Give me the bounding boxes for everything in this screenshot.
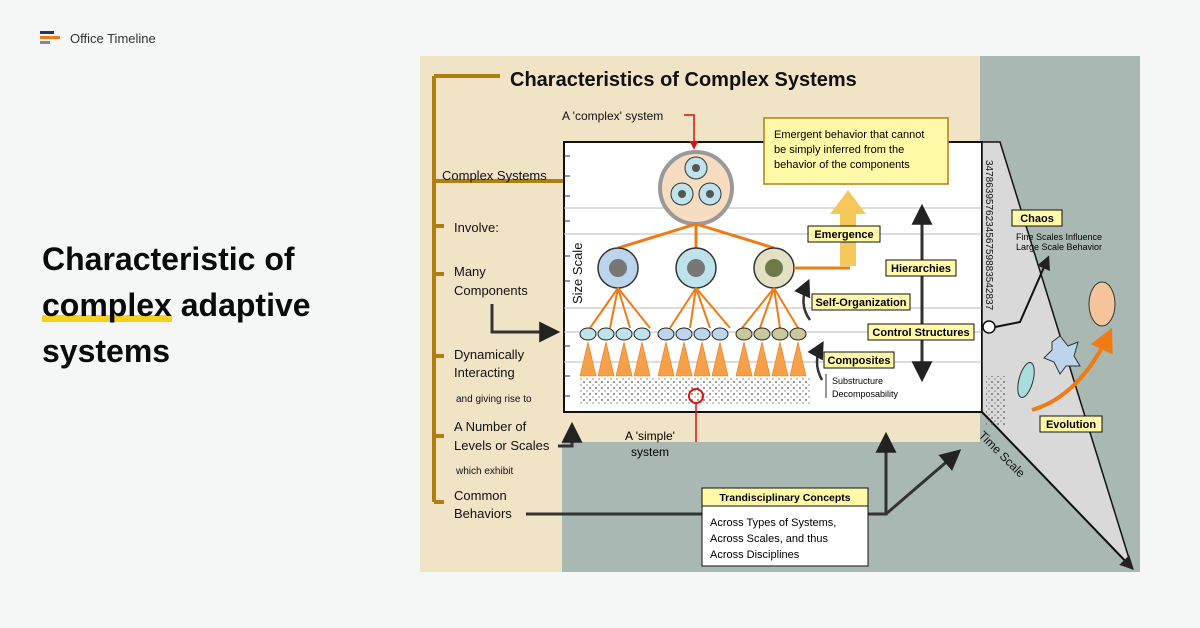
brand-name: Office Timeline [70,30,156,46]
label-giving-rise: and giving rise to [456,394,532,405]
label-many-1: Many [454,264,486,279]
trandisciplinary-label: Trandisciplinary Concepts [719,492,850,504]
component-row [579,327,807,341]
label-levels-or-scales: Levels or Scales [454,438,550,453]
many-components-arrow [490,304,561,343]
composites-label-box [823,351,895,369]
evolution-shape-1 [1017,362,1035,398]
evolution-shape-2 [1043,335,1081,375]
emergence-label-box [807,225,881,243]
diagram-title: Characteristics of Complex Systems [510,69,857,91]
chaos-origin-marker [982,320,996,334]
self-organization-label-box [811,293,911,311]
composite-spikes [579,341,807,377]
hierarchies-label-box [885,259,957,277]
self-organization-label: Self-Organization [815,297,906,309]
substructure-noise [580,378,810,404]
composites-arrow [807,340,824,381]
evolution-label: Evolution [1046,419,1096,431]
simple-system-label-1: A 'simple' [625,429,675,443]
label-dynamically: Dynamically [454,347,525,362]
trans-desc-line-3: Across Disciplines [710,549,800,561]
top-flower-2 [670,182,694,206]
trandisciplinary-header [701,487,869,507]
label-many-2: Components [454,283,528,298]
emergent-note-line-2: be simply inferred from the [774,144,904,156]
complex-system-pointer [684,114,699,150]
self-organization-arrow [794,278,812,321]
substructure-label: Substructure [832,376,883,386]
label-complex-systems: Complex Systems [442,168,547,183]
headline: Characteristic of complex adaptive syste… [42,236,382,374]
headline-line-3: systems [42,333,171,369]
label-which-exhibit: which exhibit [455,466,513,477]
size-scale-label: Size Scale [570,243,585,304]
chaos-label: Chaos [1020,213,1054,225]
trans-desc-line-2: Across Scales, and thus [710,533,829,545]
digit-sequence: 347863957623456759883542837 [983,160,994,311]
top-flower-1 [684,156,708,180]
evolution-arrow [1031,327,1113,412]
simple-system-label-2: system [631,445,669,459]
chaos-desc-2: Large Scale Behavior [1016,242,1102,252]
label-involve: Involve: [454,220,499,235]
chaos-desc-1: Fine Scales Influence [1016,232,1102,242]
evolution-shape-3 [1088,281,1116,327]
headline-highlight: complex [42,282,172,328]
label-number-of: A Number of [454,419,527,434]
composites-label: Composites [828,355,891,367]
control-structures-label-box [867,323,975,341]
decomposability-label: Decomposability [832,389,899,399]
label-common: Common [454,488,507,503]
top-flower-3 [698,182,722,206]
headline-line-2-rest: adaptive [171,287,311,323]
brand: Office Timeline [40,28,156,48]
mid-flower-1 [597,247,639,289]
hierarchies-label: Hierarchies [891,263,951,275]
time-scale-arrow [885,449,962,516]
chaos-arrow [994,255,1050,328]
emergent-note-line-1: Emergent behavior that cannot [774,129,924,141]
label-behaviors: Behaviors [454,506,512,521]
mid-flower-2 [675,247,717,289]
headline-line-1: Characteristic of [42,241,295,277]
chaos-label-box [1011,209,1063,227]
headline-line-2: complex adaptive [42,282,382,328]
control-structures-label: Control Structures [872,327,969,339]
office-timeline-logo-icon [40,31,60,44]
levels-arrow [558,421,583,448]
emergence-label: Emergence [814,229,873,241]
emergent-note-box [763,117,949,185]
emergent-note-line-3: behavior of the components [774,159,910,171]
mid-flower-3 [753,247,795,289]
trans-desc-line-1: Across Types of Systems, [710,517,836,529]
time-axis-arrow [981,411,1134,571]
evolution-label-box [1039,415,1103,433]
label-interacting: Interacting [454,365,515,380]
noise-texture [986,376,1006,426]
complex-system-label: A 'complex' system [562,109,663,123]
complex-systems-diagram: Characteristics of Complex Systems Compl… [420,56,1140,572]
